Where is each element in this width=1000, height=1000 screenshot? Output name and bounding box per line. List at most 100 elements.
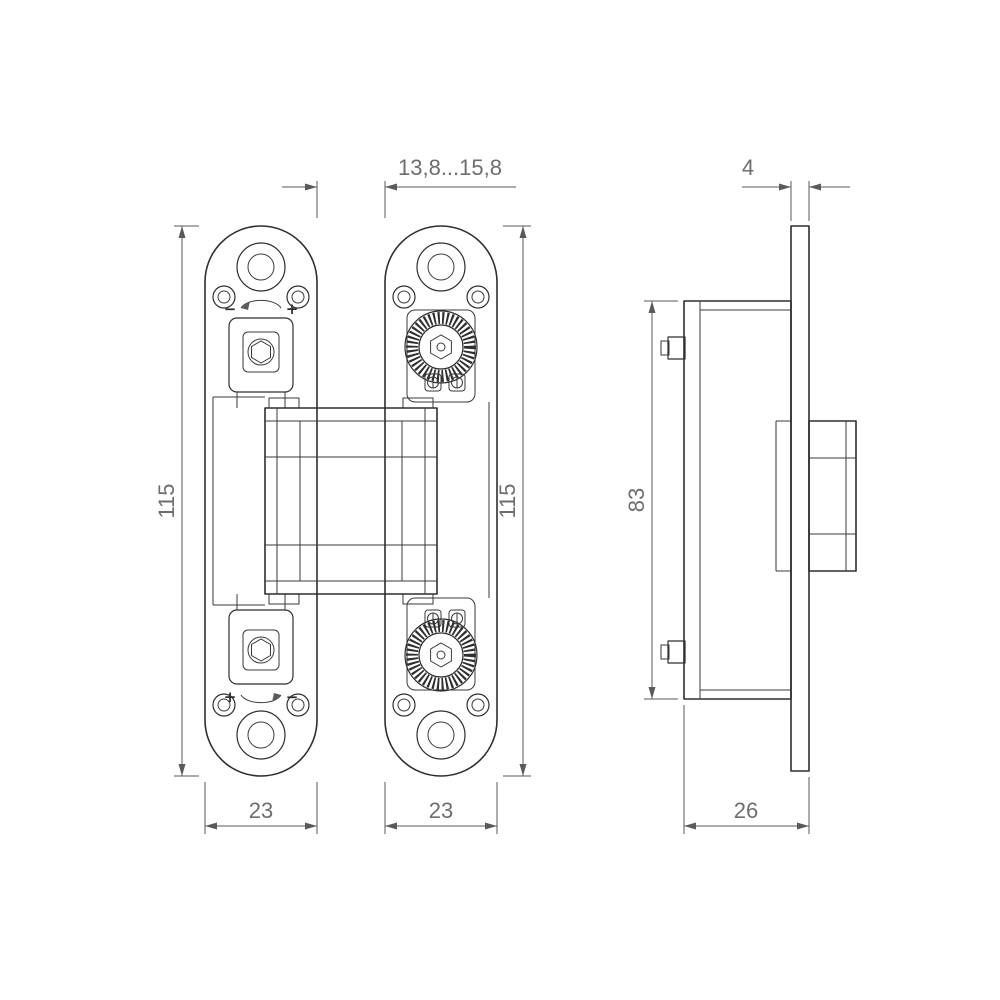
wheel-hub	[418, 324, 464, 370]
dim-arrow	[305, 183, 317, 191]
dim-right-height-label: 115	[495, 483, 520, 518]
dim-plate-thickness: 4	[742, 155, 850, 221]
screw-hole-inner	[291, 290, 305, 304]
dim-arrow	[485, 822, 497, 830]
dim-left-width-label: 23	[249, 798, 273, 823]
hex-nut	[251, 638, 271, 662]
pivot-cap	[402, 397, 434, 409]
adjuster-nut-circle	[247, 636, 275, 664]
set-screw-head	[451, 376, 463, 389]
dim-right-width-label: 23	[429, 798, 453, 823]
adjuster-bracket-bottom	[228, 609, 294, 685]
dim-left-height: 115	[154, 225, 199, 777]
adjuster-housing	[242, 331, 280, 373]
dim-arrow	[779, 183, 791, 191]
dim-arrow	[178, 226, 186, 238]
adjuster-housing	[242, 629, 280, 671]
adjuster-nut-circle	[247, 338, 275, 366]
screw-hole	[286, 285, 310, 309]
screw-hole	[392, 693, 416, 717]
dim-gap-label: 13,8...15,8	[398, 155, 502, 180]
front-view-right-leaf	[384, 225, 498, 777]
front-view-left-leaf: − + + −	[204, 225, 318, 777]
dim-plate-thickness-label: 4	[742, 155, 754, 180]
dim-side-height-label: 83	[624, 488, 649, 512]
socket-center	[436, 342, 446, 352]
knuckle-outline	[264, 407, 438, 595]
hex-socket	[430, 642, 452, 668]
screw-hole	[212, 693, 236, 717]
dim-side-depth-label: 26	[734, 798, 758, 823]
set-screw-head	[427, 376, 439, 389]
dim-arrow	[205, 822, 217, 830]
dim-gap: 13,8...15,8	[282, 155, 516, 218]
socket-center	[436, 650, 446, 660]
dim-arrow	[385, 822, 397, 830]
screw-hole-inner	[427, 253, 455, 281]
screw-hole	[236, 242, 286, 292]
side-knuckle	[808, 420, 857, 572]
screw-hole	[416, 710, 466, 760]
screw-hole-inner	[427, 721, 455, 749]
hex-nut	[251, 340, 271, 364]
knurl-ring	[406, 620, 476, 690]
adjuster-bracket-top	[228, 317, 294, 393]
knurled-wheel	[404, 618, 478, 692]
screw-hole	[286, 693, 310, 717]
left-leaf-outline	[204, 225, 318, 777]
dim-arrow	[797, 822, 809, 830]
side-view	[660, 225, 857, 772]
screw-hole	[466, 693, 490, 717]
dim-arrow	[519, 226, 527, 238]
screw-hole	[392, 285, 416, 309]
pivot-cap	[268, 397, 300, 409]
screw-hole-inner	[247, 721, 275, 749]
screw-hole-inner	[217, 698, 231, 712]
screw-hole	[466, 285, 490, 309]
dim-right-width: 23	[384, 782, 498, 834]
dim-left-width: 23	[204, 782, 318, 834]
dim-arrow	[809, 183, 821, 191]
screw-hole	[236, 710, 286, 760]
plus-mark: +	[224, 688, 237, 706]
screw-hole-inner	[471, 698, 485, 712]
arc-arrowhead	[241, 301, 250, 310]
hinge-body	[683, 300, 792, 700]
faceplate	[790, 225, 810, 772]
screw-boss-cap	[660, 340, 670, 356]
set-screw	[448, 373, 466, 392]
pivot-cap	[268, 593, 300, 605]
dim-arrow	[648, 301, 656, 313]
dim-side-depth: 26	[683, 705, 810, 834]
dim-arrow	[519, 764, 527, 776]
screw-hole-inner	[397, 698, 411, 712]
dim-arrow	[305, 822, 317, 830]
minus-mark: −	[286, 688, 299, 706]
screw-hole-inner	[217, 290, 231, 304]
dim-arrow	[648, 687, 656, 699]
set-screw-head	[451, 612, 463, 625]
dim-arrow	[385, 183, 397, 191]
adjust-arc-arrow	[240, 694, 282, 704]
screw-hole-inner	[397, 290, 411, 304]
minus-mark: −	[224, 300, 237, 318]
dim-side-height: 83	[624, 300, 678, 700]
screw-hole-inner	[471, 290, 485, 304]
screw-hole	[416, 242, 466, 292]
screw-boss	[667, 640, 686, 664]
dim-arrow	[684, 822, 696, 830]
set-screw	[424, 373, 442, 392]
center-knuckle-block	[264, 397, 438, 605]
arc-arrowhead	[272, 693, 281, 702]
screw-boss-cap	[660, 644, 670, 660]
adjust-arc-arrow	[240, 299, 282, 309]
dim-right-height: 115	[495, 225, 531, 777]
dim-arrow	[178, 764, 186, 776]
knurl-ring	[406, 312, 476, 382]
screw-hole	[212, 285, 236, 309]
dim-left-height-label: 115	[154, 483, 179, 518]
hex-socket	[430, 334, 452, 360]
plus-mark: +	[286, 300, 299, 318]
